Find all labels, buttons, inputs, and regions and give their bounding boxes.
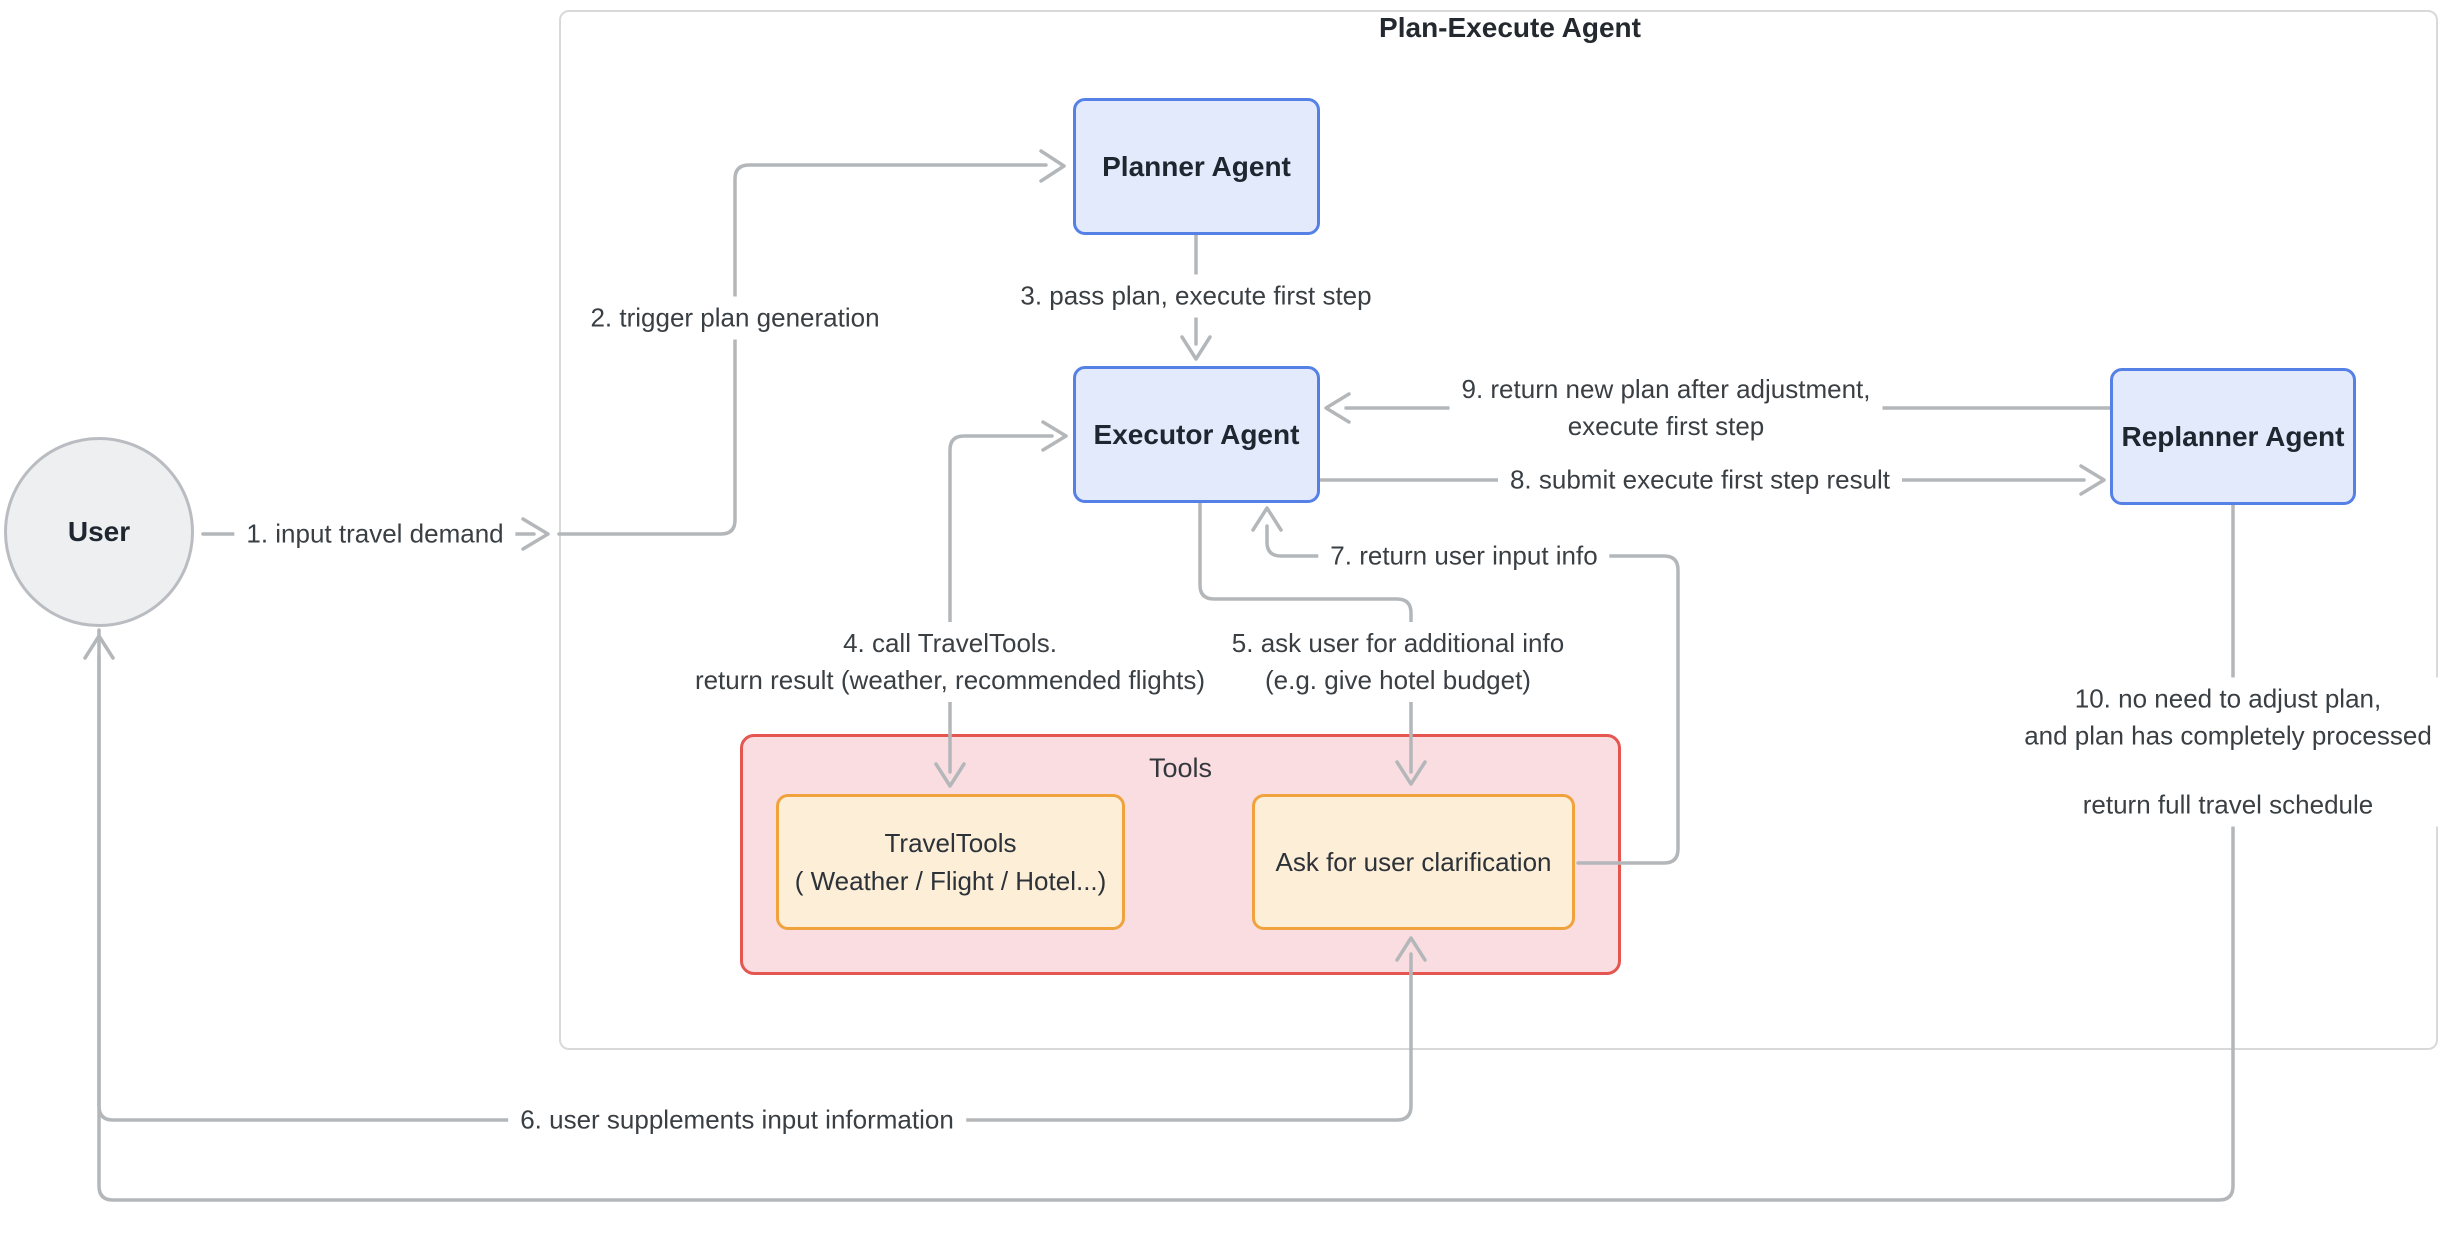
arrowhead-right-icon	[1041, 420, 1068, 452]
ask-user-clarification-node: Ask for user clarification	[1252, 794, 1575, 930]
edge-label-10-line3: return full travel schedule	[2082, 789, 2374, 820]
edge-label-10: 10. no need to adjust plan, and plan has…	[2012, 677, 2444, 827]
arrowhead-up-icon	[1251, 506, 1283, 532]
edge-return-full-travel-schedule	[83, 503, 2235, 1202]
ask-user-clarification-label: Ask for user clarification	[1275, 847, 1552, 877]
replanner-agent-node: Replanner Agent	[2110, 368, 2356, 505]
arrowhead-right-icon	[2079, 464, 2106, 496]
user-node-label: User	[67, 516, 131, 547]
tools-group-title: Tools	[1148, 753, 1213, 783]
traveltools-label-line2: ( Weather / Flight / Hotel...)	[794, 866, 1107, 896]
arrowhead-right-icon	[1039, 149, 1066, 183]
replanner-agent-label: Replanner Agent	[2121, 420, 2345, 452]
edge-label-4-line2: return result (weather, recommended flig…	[694, 665, 1206, 695]
arrowhead-down-icon	[1180, 335, 1212, 361]
edge-user-supplements-input	[97, 628, 1427, 1122]
edge-label-4-line1: 4. call TravelTools.	[843, 628, 1057, 658]
edge-label-9-line1: 9. return new plan after adjustment,	[1461, 374, 1871, 404]
arrowhead-up-icon	[83, 634, 115, 660]
arrowhead-up-icon	[1395, 936, 1427, 962]
edge-label-1: 1. input travel demand	[234, 512, 516, 556]
edge-label-2: 2. trigger plan generation	[578, 296, 892, 340]
planner-agent-label: Planner Agent	[1102, 150, 1291, 182]
traveltools-label-line1: TravelTools	[884, 828, 1017, 858]
edge-label-10-line2: and plan has completely processed	[2024, 720, 2432, 751]
edge-label-7: 7. return user input info	[1318, 534, 1610, 578]
edge-label-4: 4. call TravelTools. return result (weat…	[682, 622, 1218, 702]
edge-label-9-line2: execute first step	[1567, 411, 1765, 441]
edge-return-user-input-info	[1251, 506, 1680, 865]
edge-label-3: 3. pass plan, execute first step	[1008, 274, 1384, 318]
arrowhead-right-icon	[521, 517, 550, 551]
edge-label-8: 8. submit execute first step result	[1497, 458, 1903, 502]
edge-label-10-spacer	[2024, 755, 2432, 787]
edge-label-5-line2: (e.g. give hotel budget)	[1265, 665, 1531, 695]
user-node: User	[4, 437, 194, 627]
executor-agent-label: Executor Agent	[1093, 418, 1300, 450]
planner-agent-node: Planner Agent	[1073, 98, 1320, 235]
edge-label-9: 9. return new plan after adjustment, exe…	[1449, 368, 1883, 448]
edge-label-10-line1: 10. no need to adjust plan,	[2074, 683, 2382, 714]
diagram-title: Plan-Execute Agent	[1379, 12, 1641, 43]
edge-label-5-line1: 5. ask user for additional info	[1231, 628, 1565, 658]
edge-ask-user-additional-info	[1198, 501, 1427, 786]
edge-label-6: 6. user supplements input information	[508, 1098, 966, 1142]
executor-agent-node: Executor Agent	[1073, 366, 1320, 503]
edge-call-traveltools	[934, 420, 1068, 788]
arrowhead-down-icon	[1395, 760, 1427, 786]
arrowhead-left-icon	[1324, 392, 1351, 424]
edge-label-5: 5. ask user for additional info (e.g. gi…	[1219, 622, 1577, 702]
traveltools-node: TravelTools ( Weather / Flight / Hotel..…	[776, 794, 1125, 930]
arrowhead-down-icon	[934, 762, 966, 788]
edge-trigger-plan-generation	[557, 149, 1066, 536]
